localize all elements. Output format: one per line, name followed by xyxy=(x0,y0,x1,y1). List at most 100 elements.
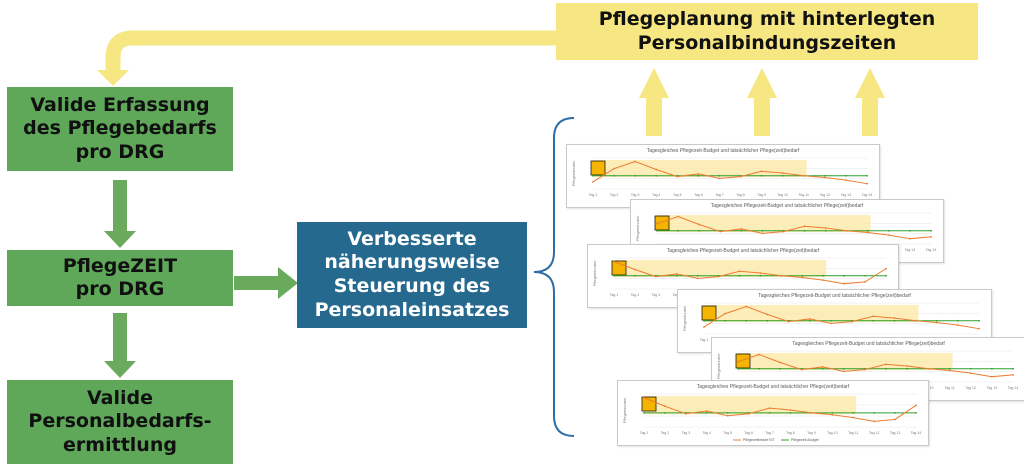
ist-point xyxy=(843,282,846,285)
ist-point xyxy=(845,229,848,232)
budget-point xyxy=(990,367,993,370)
budget-point xyxy=(613,174,615,177)
ist-point xyxy=(866,231,869,234)
ist-point xyxy=(724,312,727,315)
ist-point xyxy=(852,416,855,419)
budget-point xyxy=(655,174,658,177)
x-tick-label: Tag 8 xyxy=(786,431,795,435)
budget-point xyxy=(885,367,887,370)
budget-point xyxy=(885,274,887,277)
ist-point xyxy=(740,228,743,230)
budget-point xyxy=(830,319,832,322)
budget-point xyxy=(872,319,875,322)
budget-point xyxy=(740,229,743,232)
x-tick-label: Tag 11 xyxy=(944,386,954,390)
budget-point xyxy=(634,174,637,177)
budget-point xyxy=(718,174,721,177)
right-arrow xyxy=(234,267,298,299)
x-tick-label: Tag 3 xyxy=(682,431,691,435)
x-tick-label: Tag 12 xyxy=(965,386,976,390)
ist-point xyxy=(800,368,803,371)
ist-point xyxy=(705,410,708,412)
ist-point xyxy=(906,365,909,367)
ist-point xyxy=(643,396,645,399)
ist-point xyxy=(808,318,811,320)
ist-point xyxy=(1012,374,1014,376)
chart-marker-icon xyxy=(641,396,657,412)
ist-point xyxy=(766,313,769,316)
ist-point xyxy=(802,174,805,177)
x-tick-label: Tag 6 xyxy=(694,193,703,197)
legend-ist: Pflegezeitbedarf IST xyxy=(743,438,776,442)
box-pflegezeit: PflegeZEIT pro DRG xyxy=(7,250,233,306)
x-tick-label: Tag 11 xyxy=(799,193,809,197)
ist-point xyxy=(978,327,980,330)
x-tick-label: Tag 9 xyxy=(757,193,766,197)
budget-point xyxy=(592,174,594,177)
ist-point xyxy=(592,181,594,183)
x-tick-label: Tag 3 xyxy=(652,293,661,297)
y-axis-label: Pflegeminuten xyxy=(635,216,640,242)
budget-point xyxy=(821,367,824,370)
feedback-arrow xyxy=(105,30,556,72)
budget-point xyxy=(761,229,764,232)
chart-marker-icon xyxy=(701,305,717,321)
ist-point xyxy=(824,227,827,229)
y-axis-label: Pflegeminuten xyxy=(682,306,687,332)
chart-marker-icon xyxy=(654,215,670,231)
budget-point xyxy=(843,274,846,277)
legend-budget: Pflegezeit-Budget xyxy=(791,438,819,442)
ist-point xyxy=(717,275,720,278)
budget-point xyxy=(677,229,679,232)
x-tick-label: Tag 13 xyxy=(905,248,916,252)
ist-point xyxy=(782,230,785,233)
series-ist-line xyxy=(592,161,868,185)
budget-point xyxy=(758,367,761,370)
mini-chart-title: Tagesgleiches Pflegezeit-Budget und tats… xyxy=(646,148,800,154)
budget-point xyxy=(873,411,876,414)
budget-point xyxy=(823,174,826,177)
mini-chart-title: Tagesgleiches Pflegezeit-Budget und tats… xyxy=(792,341,945,347)
mini-chart-6: Tagesgleiches Pflegezeit-Budget und tats… xyxy=(617,380,929,446)
x-tick-label: Tag 5 xyxy=(723,431,732,435)
x-tick-label: Tag 9 xyxy=(807,431,816,435)
budget-point xyxy=(930,229,932,232)
ist-point xyxy=(703,326,705,328)
budget-point xyxy=(887,229,890,232)
budget-point xyxy=(915,411,917,414)
ist-point xyxy=(894,418,896,421)
ist-point xyxy=(780,274,783,277)
budget-point xyxy=(842,367,845,370)
x-tick-label: Tag 4 xyxy=(652,193,661,197)
ist-point xyxy=(822,279,825,282)
ist-point xyxy=(990,375,993,378)
budget-point xyxy=(745,319,748,322)
budget-point xyxy=(698,229,701,232)
ist-point xyxy=(684,412,687,415)
ist-point xyxy=(830,322,832,325)
budget-point xyxy=(779,367,782,370)
x-tick-label: Tag 1 xyxy=(589,193,598,197)
x-tick-label: Tag 11 xyxy=(848,431,858,435)
series-ist-line xyxy=(703,306,980,330)
budget-point xyxy=(824,229,827,232)
budget-point xyxy=(906,367,909,370)
ist-point xyxy=(676,175,679,178)
ist-point xyxy=(664,405,666,408)
ist-point xyxy=(677,215,679,218)
budget-point xyxy=(634,274,636,277)
budget-point xyxy=(956,319,959,322)
x-tick-label: Tag 6 xyxy=(744,431,753,435)
budget-band xyxy=(614,260,827,278)
mini-chart-title: Tagesgleiches Pflegezeit-Budget und tats… xyxy=(696,384,850,390)
ist-point xyxy=(761,232,764,235)
budget-point xyxy=(801,274,804,277)
ist-point xyxy=(864,281,866,283)
ist-point xyxy=(831,413,834,416)
ist-point xyxy=(927,367,930,370)
budget-point xyxy=(864,274,866,277)
ist-point xyxy=(759,272,762,274)
ist-point xyxy=(613,167,615,170)
budget-point xyxy=(893,319,896,322)
budget-point xyxy=(656,229,658,232)
